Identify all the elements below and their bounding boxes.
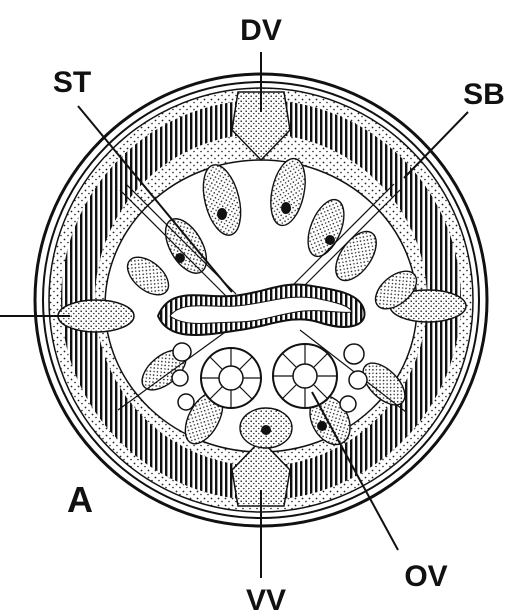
label-dv: DV	[240, 14, 282, 47]
label-vv: VV	[246, 584, 286, 615]
panel-label: A	[67, 479, 93, 520]
label-ov: OV	[404, 560, 447, 593]
label-sb: SB	[463, 78, 505, 111]
label-st: ST	[53, 66, 91, 99]
